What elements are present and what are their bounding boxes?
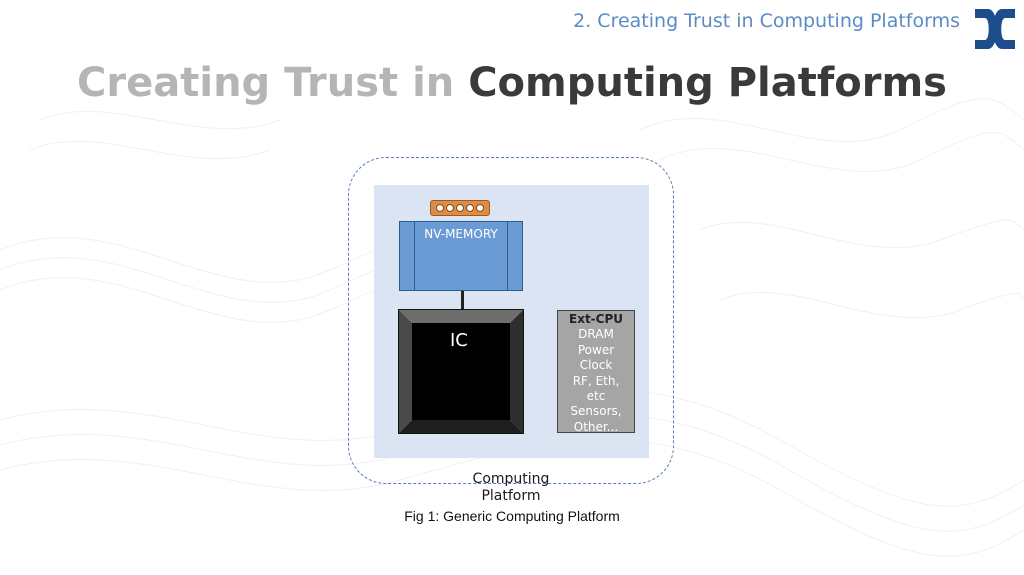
connector-pin [466, 204, 474, 212]
section-label: 2. Creating Trust in Computing Platforms [573, 10, 960, 32]
ext-cpu-item: Other... [573, 419, 619, 434]
nv-memory-label: NV-MEMORY [424, 227, 498, 241]
memory-connector [430, 200, 490, 216]
ic-label: IC [450, 330, 468, 351]
figure-caption: Fig 1: Generic Computing Platform [404, 508, 620, 524]
nv-memory-right-divider [507, 222, 508, 290]
page-title: Creating Trust in Computing Platforms [0, 60, 1024, 106]
nv-memory-left-divider [414, 222, 415, 290]
page-title-light: Creating Trust in [77, 60, 455, 106]
ext-cpu-block: Ext-CPU DRAM Power Clock RF, Eth, etc Se… [557, 310, 635, 434]
platform-label-line: Computing [472, 471, 550, 487]
page-title-dark: Computing Platforms [468, 60, 947, 106]
ext-cpu-item: Clock [579, 358, 613, 373]
computing-platform-label: Computing Platform [451, 471, 571, 505]
ic-chip [398, 309, 524, 434]
nv-memory-block: NV-MEMORY [399, 221, 523, 291]
ext-cpu-item: RF, Eth, [572, 373, 620, 388]
ext-cpu-heading: Ext-CPU [569, 312, 623, 326]
connector-pin [436, 204, 444, 212]
connector-pin [476, 204, 484, 212]
platform-label-line: Platform [481, 488, 541, 504]
connector-pin [446, 204, 454, 212]
ext-cpu-item: Power [577, 342, 615, 357]
connector-pin [456, 204, 464, 212]
ext-cpu-item: Sensors, [570, 404, 622, 419]
memory-ic-link [461, 291, 464, 310]
ext-cpu-item: DRAM [578, 327, 614, 342]
computing-platform-boundary [348, 157, 674, 484]
dc-brackets-logo-icon [975, 9, 1015, 49]
ext-cpu-item: etc [586, 389, 606, 404]
